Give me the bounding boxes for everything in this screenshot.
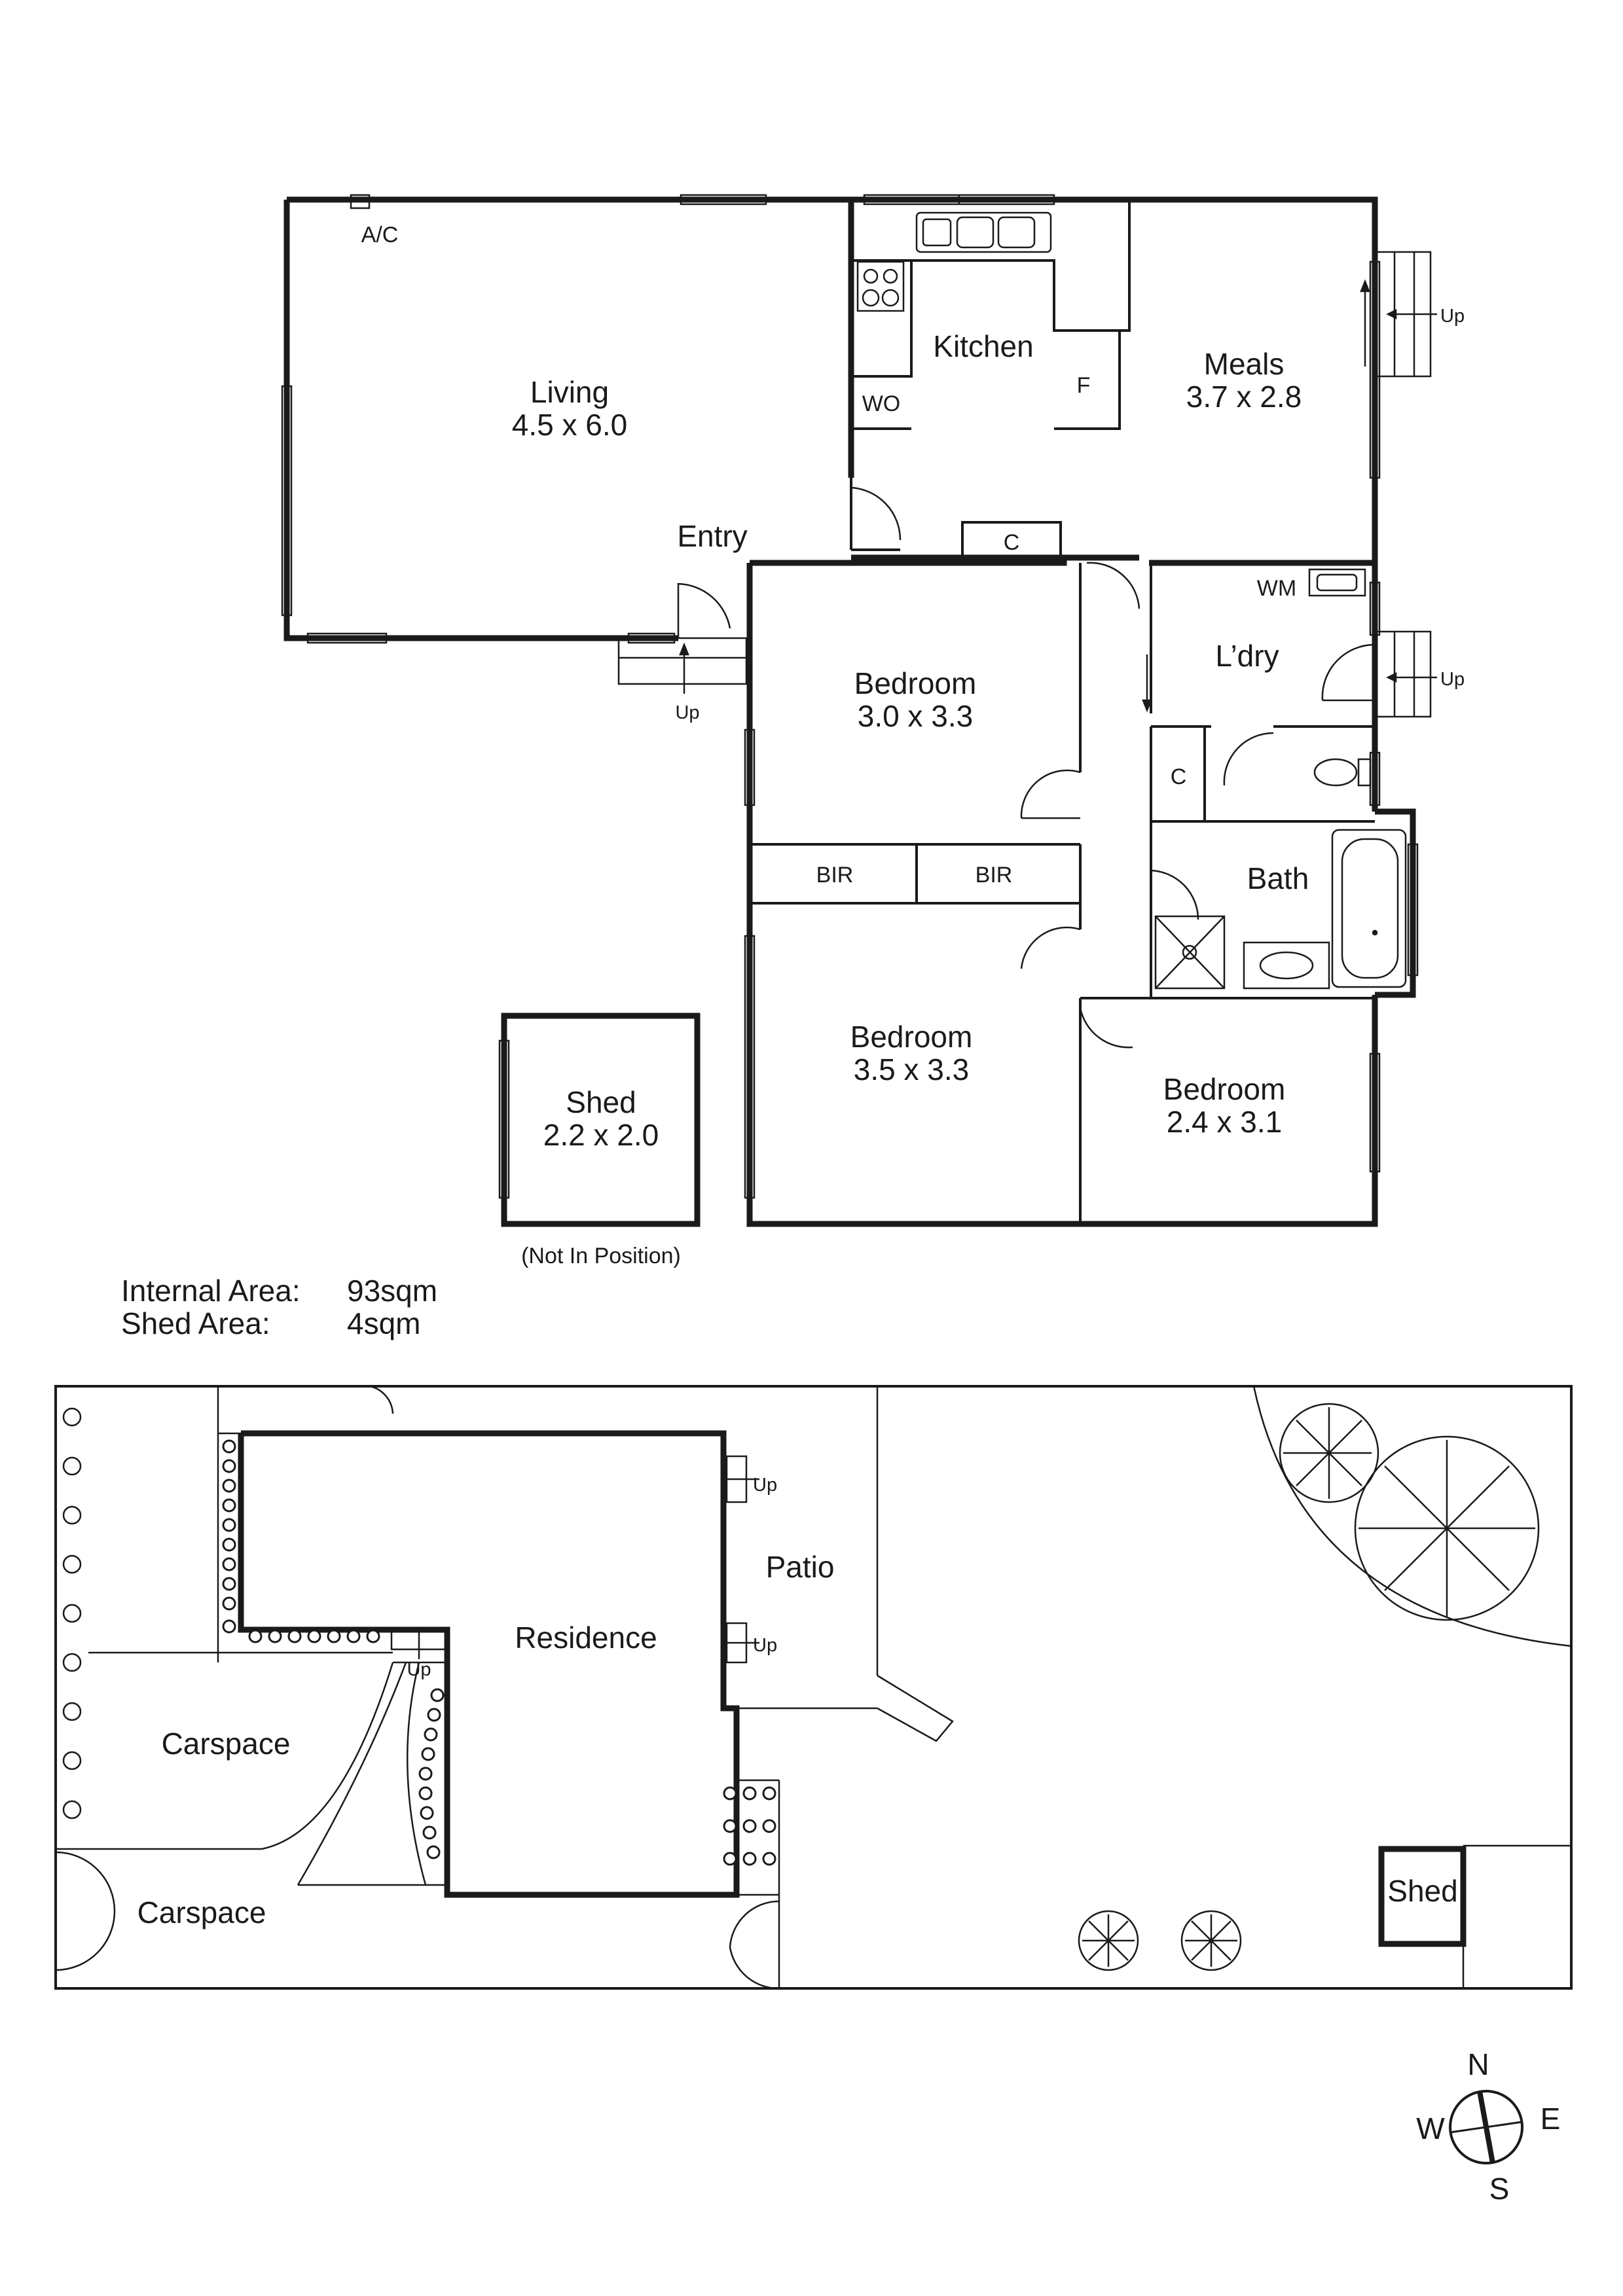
- room-bedroom1-name: Bedroom: [854, 666, 977, 700]
- shed-area-label: Shed Area:: [121, 1306, 270, 1340]
- site-residence-label: Residence: [515, 1621, 657, 1655]
- room-entry-name: Entry: [677, 519, 747, 553]
- internal-area-value: 93sqm: [347, 1274, 437, 1308]
- shed-dims: 2.2 x 2.0: [543, 1118, 659, 1152]
- room-bedroom2-dims: 3.5 x 3.3: [854, 1052, 969, 1086]
- hedge-residence: [222, 1439, 776, 1866]
- room-bedroom3-name: Bedroom: [1163, 1072, 1286, 1106]
- up-label-meals: Up: [1440, 306, 1465, 327]
- room-bedroom3-dims: 2.4 x 3.1: [1167, 1105, 1282, 1139]
- wo-label: WO: [862, 391, 901, 416]
- compass-west: W: [1416, 2111, 1445, 2145]
- house-walls: [283, 196, 1416, 1227]
- up-label-laundry: Up: [1440, 669, 1465, 690]
- shed-area-value: 4sqm: [347, 1306, 420, 1340]
- trees: [1078, 1403, 1540, 1971]
- site-patio-label: Patio: [766, 1550, 835, 1584]
- fixtures: [350, 194, 1407, 990]
- room-meals-dims: 3.7 x 2.8: [1186, 380, 1302, 414]
- internal-area-label: Internal Area:: [121, 1274, 301, 1308]
- doors: [677, 486, 1376, 1049]
- shed-plan: Shed 2.2 x 2.0 (Not In Position): [498, 1013, 701, 1268]
- compass-icon: N S E W: [1416, 2047, 1560, 2206]
- room-kitchen-name: Kitchen: [933, 329, 1033, 363]
- wm-label: WM: [1257, 576, 1296, 601]
- room-bedroom1-dims: 3.0 x 3.3: [858, 699, 973, 733]
- room-meals-name: Meals: [1204, 347, 1285, 381]
- site-carspace-label-1: Carspace: [162, 1727, 291, 1761]
- site-carspace-label-2: Carspace: [137, 1895, 266, 1929]
- shed-note: (Not In Position): [521, 1244, 681, 1268]
- site-plan: Residence Patio Carspace Carspace Shed U…: [54, 1385, 1573, 1990]
- room-laundry-name: L’dry: [1215, 639, 1279, 673]
- up-label-entry: Up: [675, 702, 699, 723]
- bir-label-2: BIR: [976, 863, 1013, 888]
- room-living-dims: 4.5 x 6.0: [512, 408, 627, 442]
- room-living-name: Living: [530, 375, 609, 409]
- site-up-label-1: Up: [753, 1475, 777, 1496]
- room-bath-name: Bath: [1247, 861, 1309, 895]
- interior-walls: [750, 200, 1375, 1224]
- site-up-label-2: Up: [753, 1635, 777, 1656]
- fridge-label: F: [1077, 373, 1091, 398]
- hedge-left: [62, 1407, 82, 1820]
- site-shed-label: Shed: [1387, 1874, 1457, 1908]
- site-up-label-3: Up: [407, 1659, 431, 1680]
- steps: [617, 251, 1437, 718]
- room-bedroom2-name: Bedroom: [850, 1020, 973, 1054]
- bir-label-1: BIR: [816, 863, 854, 888]
- compass-east: E: [1541, 2102, 1561, 2136]
- shed-name: Shed: [566, 1085, 636, 1119]
- cupboard-label-hall: C: [1171, 764, 1187, 789]
- cupboard-label-entry: C: [1004, 530, 1020, 555]
- compass-north: N: [1467, 2047, 1489, 2081]
- compass-south: S: [1489, 2172, 1510, 2206]
- ac-label: A/C: [361, 223, 399, 247]
